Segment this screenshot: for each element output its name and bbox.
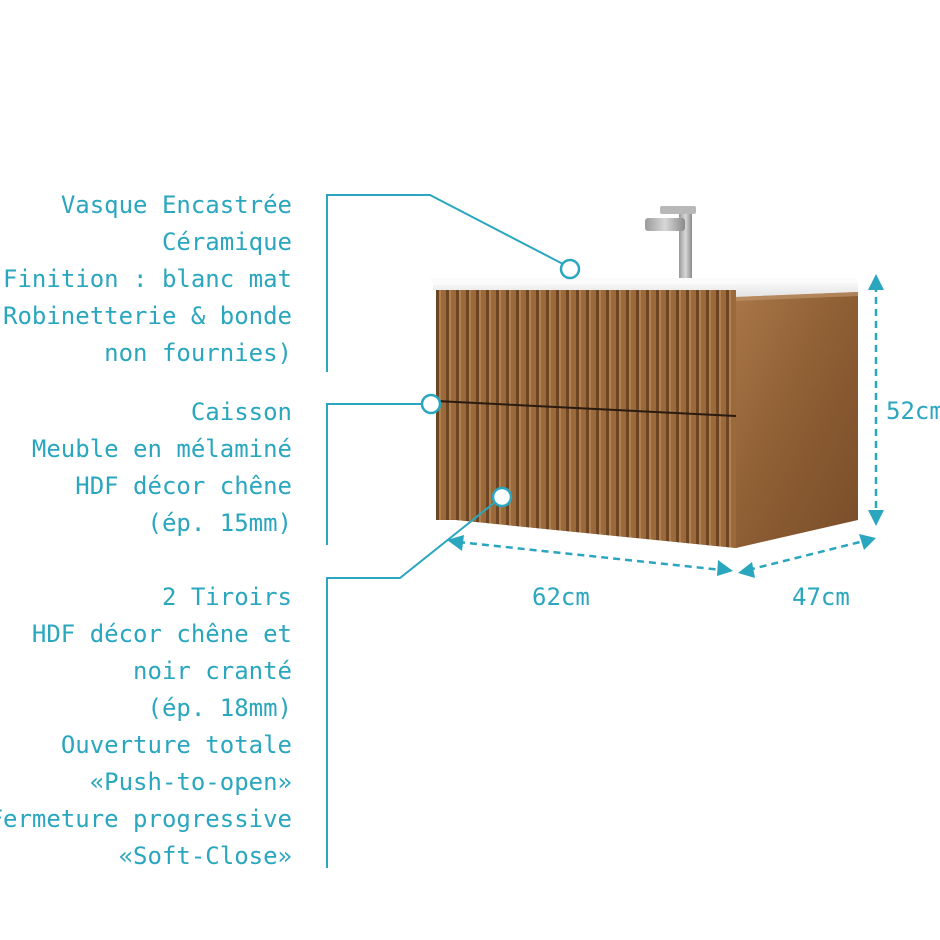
callout-dot-vasque (559, 258, 581, 280)
callout-tiroirs-line: Fermeture progressive (0, 805, 292, 833)
arrow-heads (447, 274, 884, 578)
callout-vasque-line: Céramique (161, 228, 292, 256)
callout-vasque-line: non fournies) (104, 339, 292, 367)
callout-lines (326, 194, 564, 868)
callout-vasque-line: Finition : blanc mat (3, 265, 292, 293)
callout-dot-tiroirs (491, 486, 513, 508)
drawer-divider (435, 400, 737, 417)
dimension-arrows (457, 285, 878, 572)
callout-vasque: Vasque Encastrée Céramique Finition : bl… (0, 187, 292, 372)
callout-tiroirs-line: «Push-to-open» (89, 768, 292, 796)
dimension-depth-label: 47cm (792, 583, 850, 611)
cabinet-front (435, 290, 737, 548)
callout-dot-caisson (420, 393, 442, 415)
callout-tiroirs-line: HDF décor chêne et (31, 620, 292, 648)
faucet-icon (645, 206, 696, 278)
callout-caisson-line: HDF décor chêne (75, 472, 292, 500)
dimension-width-label: 62cm (532, 583, 590, 611)
callout-vasque-line: Vasque Encastrée (60, 191, 292, 219)
callout-caisson: Caisson Meuble en mélaminé HDF décor chê… (32, 394, 292, 542)
callout-caisson-line: Meuble en mélaminé (31, 435, 292, 463)
callout-tiroirs-line: 2 Tiroirs (161, 583, 292, 611)
dimension-height-label: 52cm (886, 397, 940, 425)
cabinet-side (736, 292, 858, 548)
callout-tiroirs-line: noir cranté (133, 657, 292, 685)
callout-caisson-line: (ép. 15mm) (147, 509, 293, 537)
callout-tiroirs-line: Ouverture totale (60, 731, 292, 759)
callout-tiroirs-line: (ép. 18mm) (147, 694, 293, 722)
callout-vasque-line: (Robinetterie & bonde (0, 302, 292, 330)
callout-tiroirs: 2 Tiroirs HDF décor chêne et noir cranté… (0, 579, 292, 875)
callout-tiroirs-line: «Soft-Close» (118, 842, 292, 870)
callout-caisson-line: Caisson (190, 398, 292, 426)
